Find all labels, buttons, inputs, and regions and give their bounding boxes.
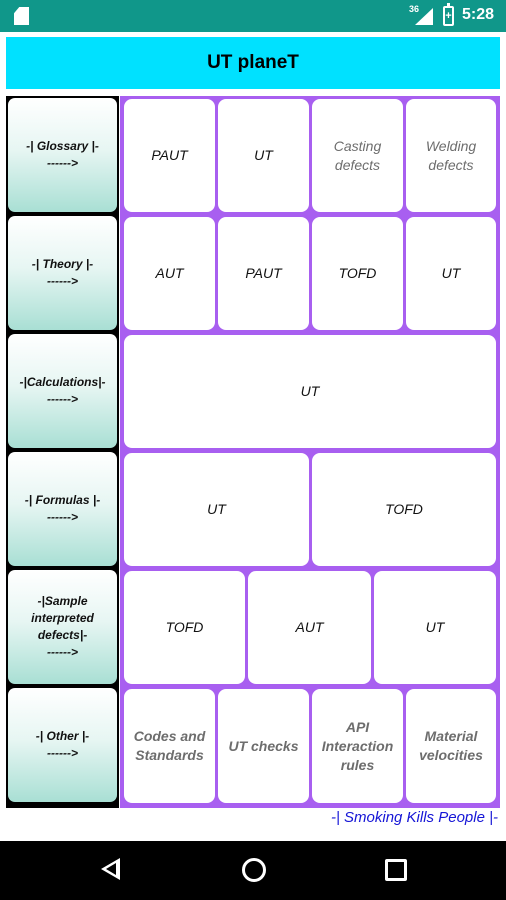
back-icon[interactable]: [101, 858, 120, 880]
theory-aut-button[interactable]: AUT: [124, 217, 215, 330]
footer-slogan: -| Smoking Kills People |-: [330, 809, 498, 826]
clock: 5:28: [462, 6, 495, 23]
calculations-ut-button[interactable]: UT: [124, 335, 496, 448]
glossary-paut-button[interactable]: PAUT: [124, 99, 215, 212]
sidebar-item-other[interactable]: -| Other |- ------>: [8, 688, 117, 802]
material-velocities-button[interactable]: Material velocities: [406, 689, 496, 803]
home-icon[interactable]: [242, 858, 266, 882]
network-type: 36: [409, 4, 420, 14]
status-bar: 36 5:28: [0, 0, 506, 32]
sidebar-item-label: interpreted: [31, 611, 94, 625]
theory-ut-button[interactable]: UT: [406, 217, 496, 330]
theory-tofd-button[interactable]: TOFD: [312, 217, 403, 330]
sidebar-item-label: defects|-: [37, 628, 88, 642]
sidebar-item-glossary[interactable]: -| Glossary |- ------>: [8, 98, 117, 212]
sidebar-item-arrow: ------>: [47, 746, 78, 760]
formulas-tofd-button[interactable]: TOFD: [312, 453, 496, 566]
ut-checks-button[interactable]: UT checks: [218, 689, 309, 803]
sidebar: -| Glossary |- ------> -| Theory |- ----…: [6, 96, 119, 808]
sidebar-item-label: -| Theory |-: [31, 257, 94, 271]
sidebar-item-arrow: ------>: [47, 156, 78, 170]
glossary-ut-button[interactable]: UT: [218, 99, 309, 212]
sidebar-item-label: -| Glossary |-: [26, 139, 99, 153]
sample-aut-button[interactable]: AUT: [248, 571, 371, 684]
sidebar-item-label: -| Other |-: [35, 729, 90, 743]
sd-card-icon: [14, 7, 29, 25]
sample-ut-button[interactable]: UT: [374, 571, 496, 684]
sidebar-item-arrow: ------>: [47, 274, 78, 288]
recent-apps-icon[interactable]: [385, 859, 407, 881]
sidebar-item-label: -| Formulas |-: [24, 493, 101, 507]
glossary-casting-defects-button[interactable]: Casting defects: [312, 99, 403, 212]
sidebar-item-label: -|Sample: [37, 594, 88, 608]
app-title: UT planeT: [207, 52, 299, 73]
api-interaction-rules-button[interactable]: API Interaction rules: [312, 689, 403, 803]
theory-paut-button[interactable]: PAUT: [218, 217, 309, 330]
formulas-ut-button[interactable]: UT: [124, 453, 309, 566]
sidebar-item-label: -|Calculations|-: [19, 375, 106, 389]
battery-charging-icon: [443, 3, 454, 26]
app-title-bar: UT planeT: [6, 37, 500, 89]
codes-and-standards-button[interactable]: Codes and Standards: [124, 689, 215, 803]
topic-grid: PAUT UT Casting defects Welding defects …: [120, 96, 500, 808]
navigation-bar: [0, 841, 506, 900]
sidebar-item-formulas[interactable]: -| Formulas |- ------>: [8, 452, 117, 566]
sidebar-item-arrow: ------>: [47, 510, 78, 524]
sidebar-item-arrow: ------>: [47, 645, 78, 659]
sidebar-item-calculations[interactable]: -|Calculations|- ------>: [8, 334, 117, 448]
sidebar-item-arrow: ------>: [47, 392, 78, 406]
sidebar-item-theory[interactable]: -| Theory |- ------>: [8, 216, 117, 330]
sidebar-item-sample-defects[interactable]: -|Sample interpreted defects|- ------>: [8, 570, 117, 684]
glossary-welding-defects-button[interactable]: Welding defects: [406, 99, 496, 212]
sample-tofd-button[interactable]: TOFD: [124, 571, 245, 684]
